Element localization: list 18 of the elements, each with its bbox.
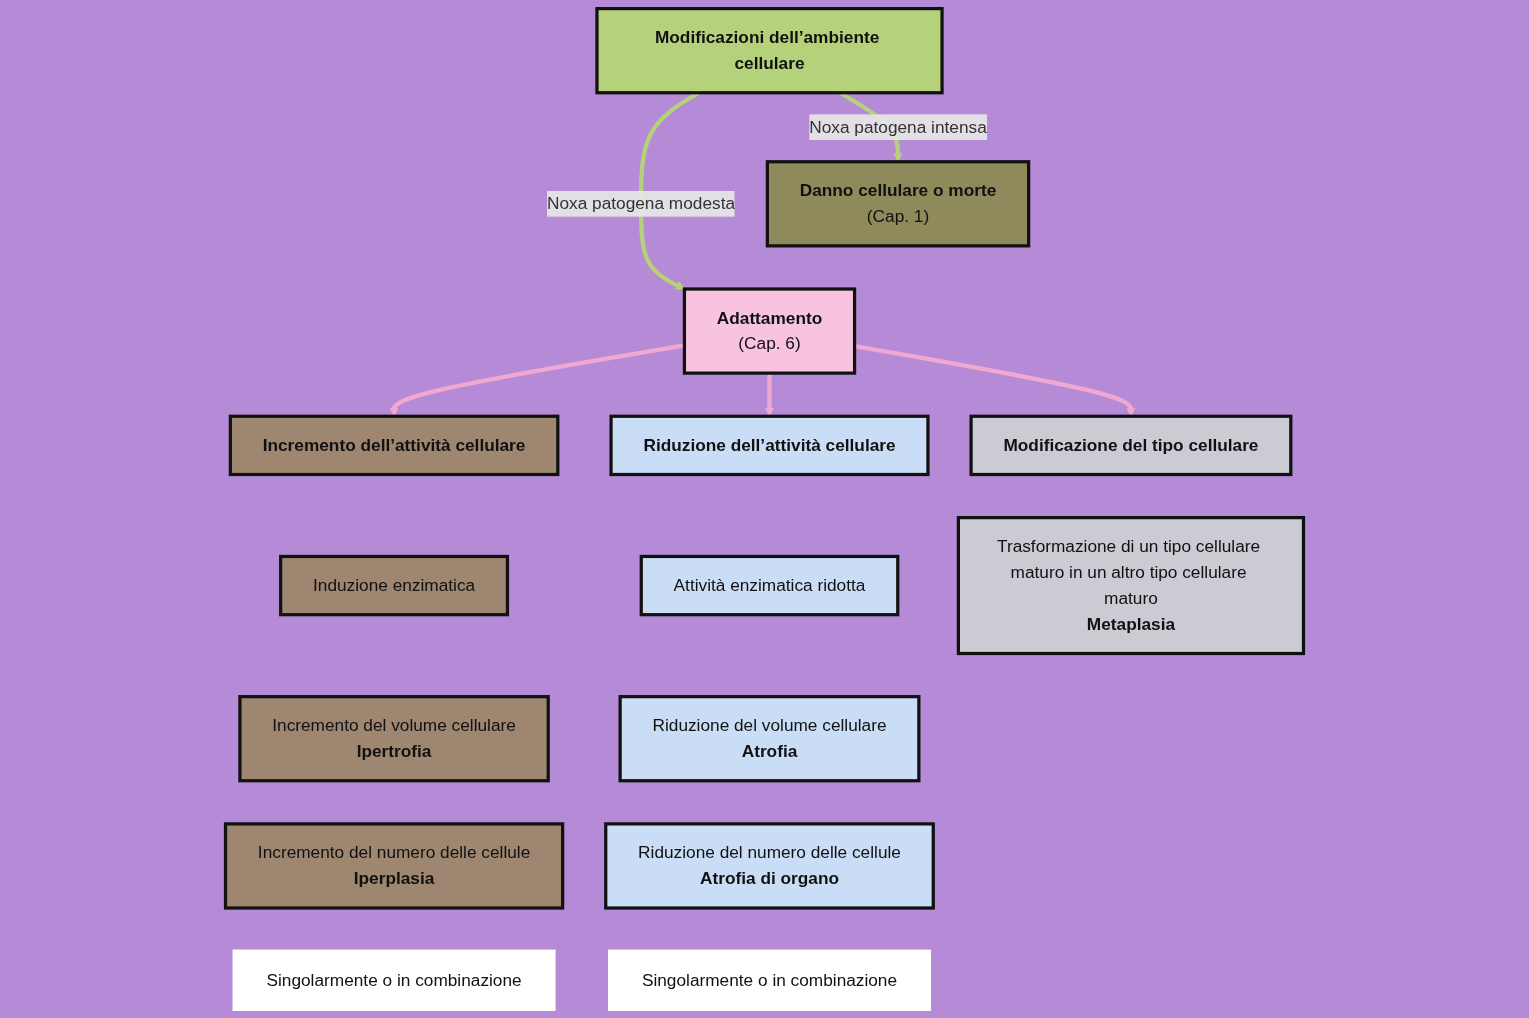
node-box: Singolarmente o in combinazione (607, 949, 932, 1011)
arrow (764, 373, 775, 417)
node-box: Trasformazione di un tipo cellulare maturo in un altro tipo cellulare maturo Metaplasia (956, 516, 1306, 656)
edge-label: Noxa patogena modesta (547, 194, 736, 213)
node-box: Riduzione del volume cellulare Atrofia (618, 695, 921, 783)
node-box: Modificazioni dell’ambiente cellulare (595, 7, 944, 95)
node-box: Danno cellulare o morte (Cap. 1) (765, 160, 1031, 248)
node-box: Singolarmente o in combinazione (232, 949, 556, 1011)
node-box: Incremento dell’attività cellulare (228, 414, 560, 477)
node-box: Riduzione del numero delle cellule Atrofia di organo (604, 822, 935, 910)
node-box: Riduzione dell’attività cellulare (609, 414, 930, 477)
node-box: Incremento del volume cellulare Ipertrofia (238, 695, 550, 783)
node-box: Modificazione del tipo cellulare (969, 414, 1293, 477)
node-box: Incremento del numero delle cellule Iperplasia (223, 822, 565, 910)
node-box: Adattamento (Cap. 6) (682, 287, 857, 375)
node-box: Induzione enzimatica (279, 554, 510, 617)
node-box: Attività enzimatica ridotta (639, 554, 900, 617)
edge-label: Noxa patogena intensa (809, 117, 987, 136)
